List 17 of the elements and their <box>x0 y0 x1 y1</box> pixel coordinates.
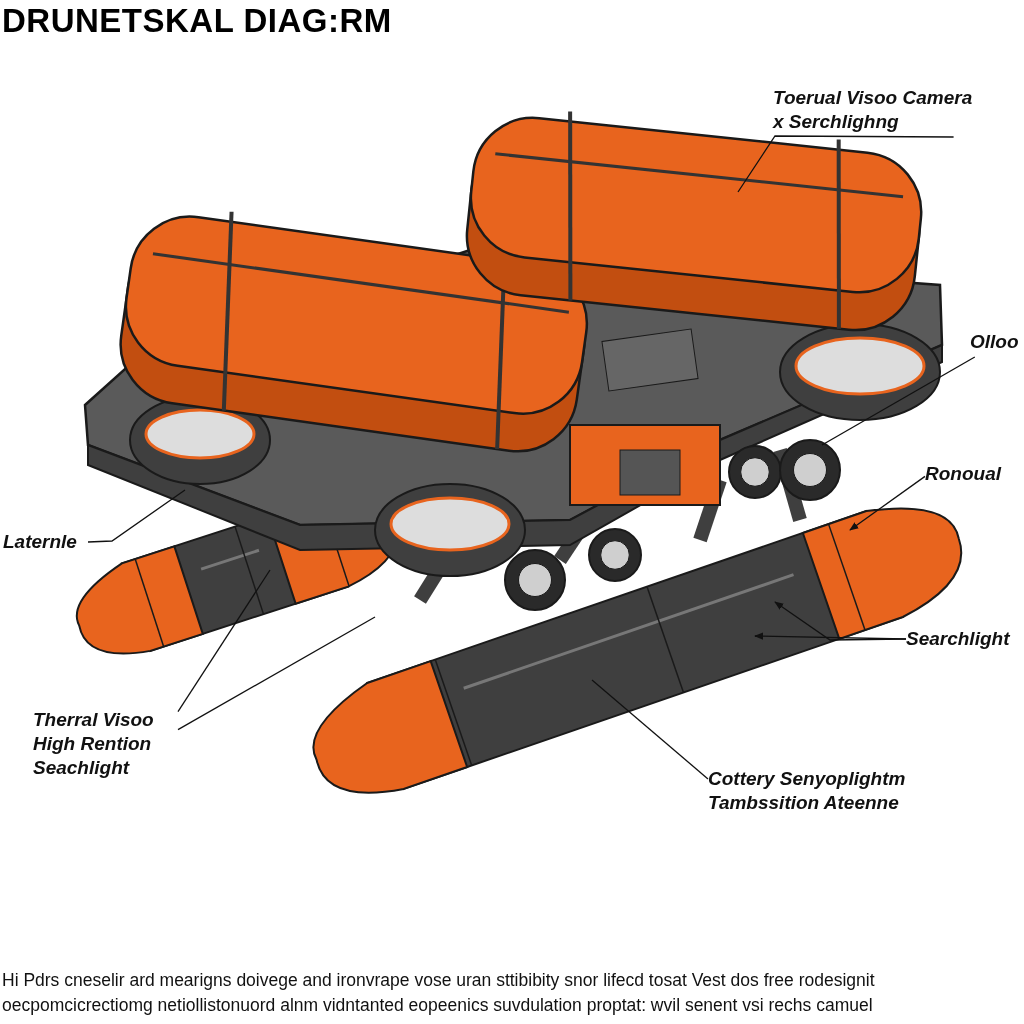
caption-paragraph: Hi Pdrs cneselir ard mearigns doivege and ironvrape vose uran sttibibity snor lifecd tosat Vest dos free rodesignit oecpomcicrectiomg netiollistonuord alnm vidntanted eopeenics suvdulation proptat: wvil senent vsi rechs camuel <box>2 969 876 1017</box>
callout-label: Laternle <box>3 530 78 554</box>
leader-line <box>774 601 907 641</box>
leader-line <box>87 489 186 543</box>
diagram-title: DRUNETSKAL DIAG:RM <box>2 2 392 40</box>
callout-label: Ronoual <box>925 462 1003 486</box>
callout-label: Olloo <box>970 330 1020 354</box>
callout-label: Toerual Visoo Camera x Serchlighng <box>773 86 974 134</box>
leader-line <box>177 616 376 731</box>
leader-line <box>849 475 926 531</box>
leader-line <box>821 356 976 446</box>
leader-line <box>737 135 955 193</box>
leader-line <box>591 679 709 780</box>
callout-label: Therral Visoo High Rention Seachlight <box>33 708 155 780</box>
callout-label: Cottery Senyoplightm Tambssition Ateenne <box>708 767 907 815</box>
leader-line <box>177 569 271 713</box>
callout-label: Searchlight <box>906 627 1011 651</box>
